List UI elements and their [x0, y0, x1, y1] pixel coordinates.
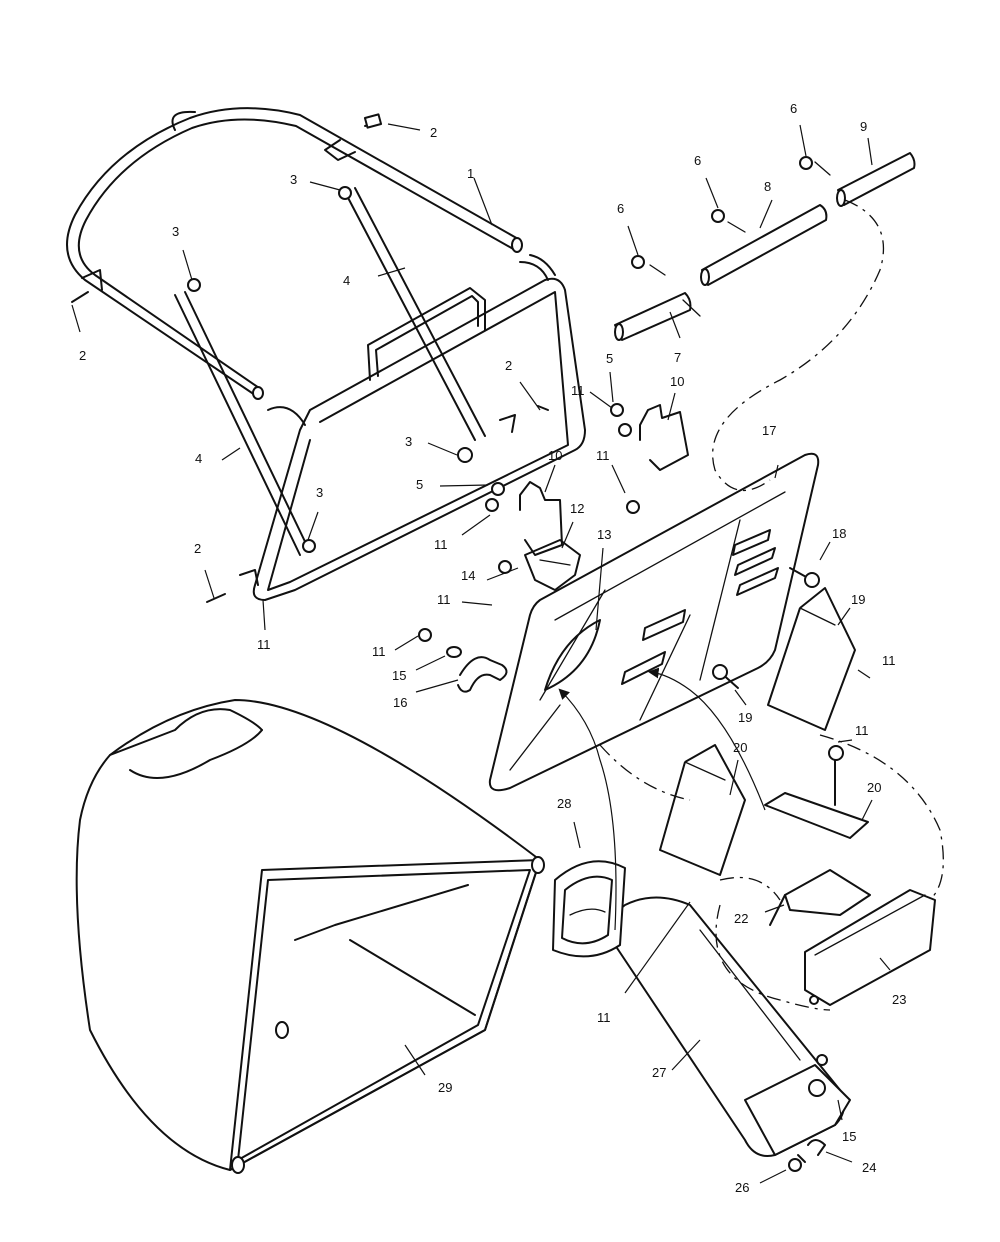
callout-label: 2 [430, 125, 437, 140]
latch-clip-part-13 [498, 539, 581, 591]
callout-label: 10 [548, 448, 562, 463]
callout-label: 11 [855, 723, 869, 738]
callout-label: 11 [257, 637, 271, 652]
callout-label: 11 [882, 653, 896, 668]
callout-label: 5 [416, 477, 423, 492]
callout-label: 29 [438, 1080, 452, 1095]
callout-label: 1 [467, 166, 474, 181]
callout-label: 16 [393, 695, 407, 710]
callout-label: 20 [867, 780, 881, 795]
callout-label: 24 [862, 1160, 876, 1175]
callout-labels: 1 2 2 2 2 3 3 3 3 4 4 5 5 6 6 6 7 8 9 [71, 101, 906, 1195]
extension-tubes-parts-7-8-9 [614, 152, 916, 341]
carriage-bolts-part-19 [712, 567, 820, 689]
callout-label: 10 [670, 374, 684, 389]
callout-label: 12 [570, 501, 584, 516]
callout-label: 6 [617, 201, 624, 216]
callout-label: 20 [733, 740, 747, 755]
callout-label: 27 [652, 1065, 666, 1080]
callout-label: 2 [505, 358, 512, 373]
callout-label: 7 [674, 350, 681, 365]
callout-label: 11 [372, 644, 386, 659]
callout-label: 4 [195, 451, 202, 466]
callout-label: 2 [79, 348, 86, 363]
callout-label: 3 [290, 172, 297, 187]
callout-label: 3 [405, 434, 412, 449]
callout-label: 19 [738, 710, 752, 725]
callout-label: 8 [764, 179, 771, 194]
callout-label: 11 [597, 1010, 611, 1025]
frame-fasteners [71, 113, 549, 603]
callout-label: 18 [832, 526, 846, 541]
callout-label: 6 [694, 153, 701, 168]
callout-label: 6 [790, 101, 797, 116]
phantom-lines [599, 199, 944, 1011]
deflector-flaps-part-20 [659, 587, 856, 876]
callout-label: 11 [571, 383, 585, 398]
callout-label: 14 [461, 568, 475, 583]
spring-washer-parts-16-17 [418, 628, 508, 693]
callout-label: 13 [597, 527, 611, 542]
grass-bag-part-30 [75, 699, 545, 1174]
assembly-arrows [558, 667, 766, 931]
callout-label: 15 [842, 1129, 856, 1144]
callout-label: 23 [892, 992, 906, 1007]
discharge-chute-part-28 [610, 896, 851, 1172]
callout-label: 15 [392, 668, 406, 683]
callout-label: 5 [606, 351, 613, 366]
support-rods-part-4 [174, 187, 486, 556]
callout-label: 19 [851, 592, 865, 607]
callout-label: 3 [316, 485, 323, 500]
callout-label: 22 [734, 911, 748, 926]
callout-label: 17 [762, 423, 776, 438]
callout-label: 4 [343, 273, 350, 288]
handle-frame-part-1 [66, 107, 523, 400]
callout-label: 2 [194, 541, 201, 556]
callout-label: 11 [596, 448, 610, 463]
adapter-gasket-part-29 [552, 860, 626, 958]
callout-label: 3 [172, 224, 179, 239]
bag-frame-part-12 [252, 254, 586, 601]
callout-label: 26 [735, 1180, 749, 1195]
hanger-brackets-part-10 [485, 403, 689, 556]
mounting-plate-part-18 [488, 452, 820, 792]
callout-label: 9 [860, 119, 867, 134]
lower-bracket-parts-22-23-24 [764, 745, 936, 1006]
callout-label: 11 [437, 592, 451, 607]
callout-label: 11 [434, 537, 448, 552]
callout-label: 28 [557, 796, 571, 811]
